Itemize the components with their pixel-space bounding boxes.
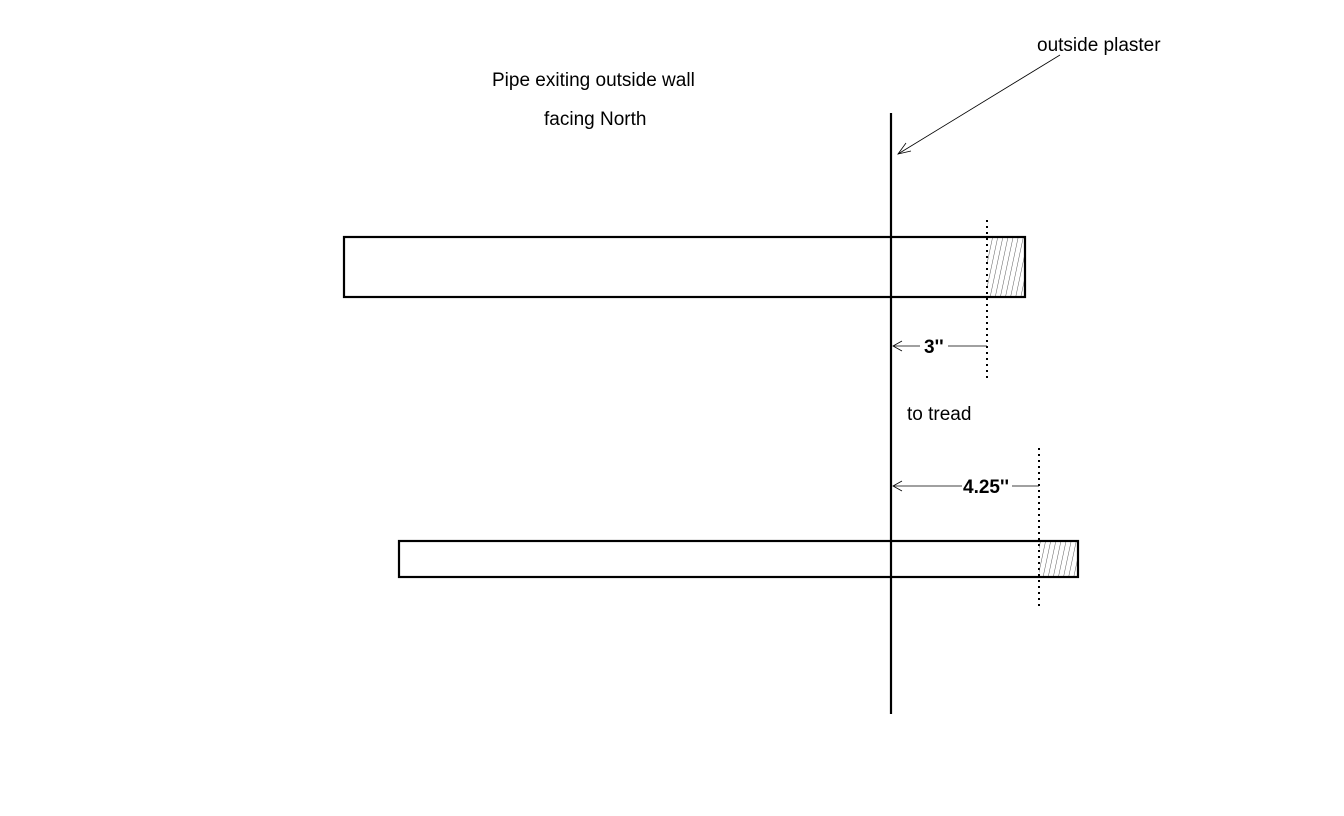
wall-leader-arrow xyxy=(897,54,1061,155)
bottom-pipe-body xyxy=(397,539,1080,579)
wall-label: outside plaster xyxy=(1037,35,1161,56)
top-dimension-label: 3'' xyxy=(924,337,944,358)
title-line-2: facing North xyxy=(544,109,646,130)
title-line-1: Pipe exiting outside wall xyxy=(492,70,695,91)
bottom-pipe-thread-hatch xyxy=(1039,542,1078,577)
top-pipe-thread-hatch xyxy=(987,238,1025,297)
top-pipe xyxy=(342,235,1027,299)
to-tread-label: to tread xyxy=(907,404,971,425)
top-pipe-body xyxy=(342,235,1027,299)
bottom-dimension: 4.25'' xyxy=(892,477,1039,498)
top-dimension: 3'' xyxy=(892,337,987,358)
bottom-pipe xyxy=(397,539,1080,579)
bottom-dimension-label: 4.25'' xyxy=(963,477,1009,498)
